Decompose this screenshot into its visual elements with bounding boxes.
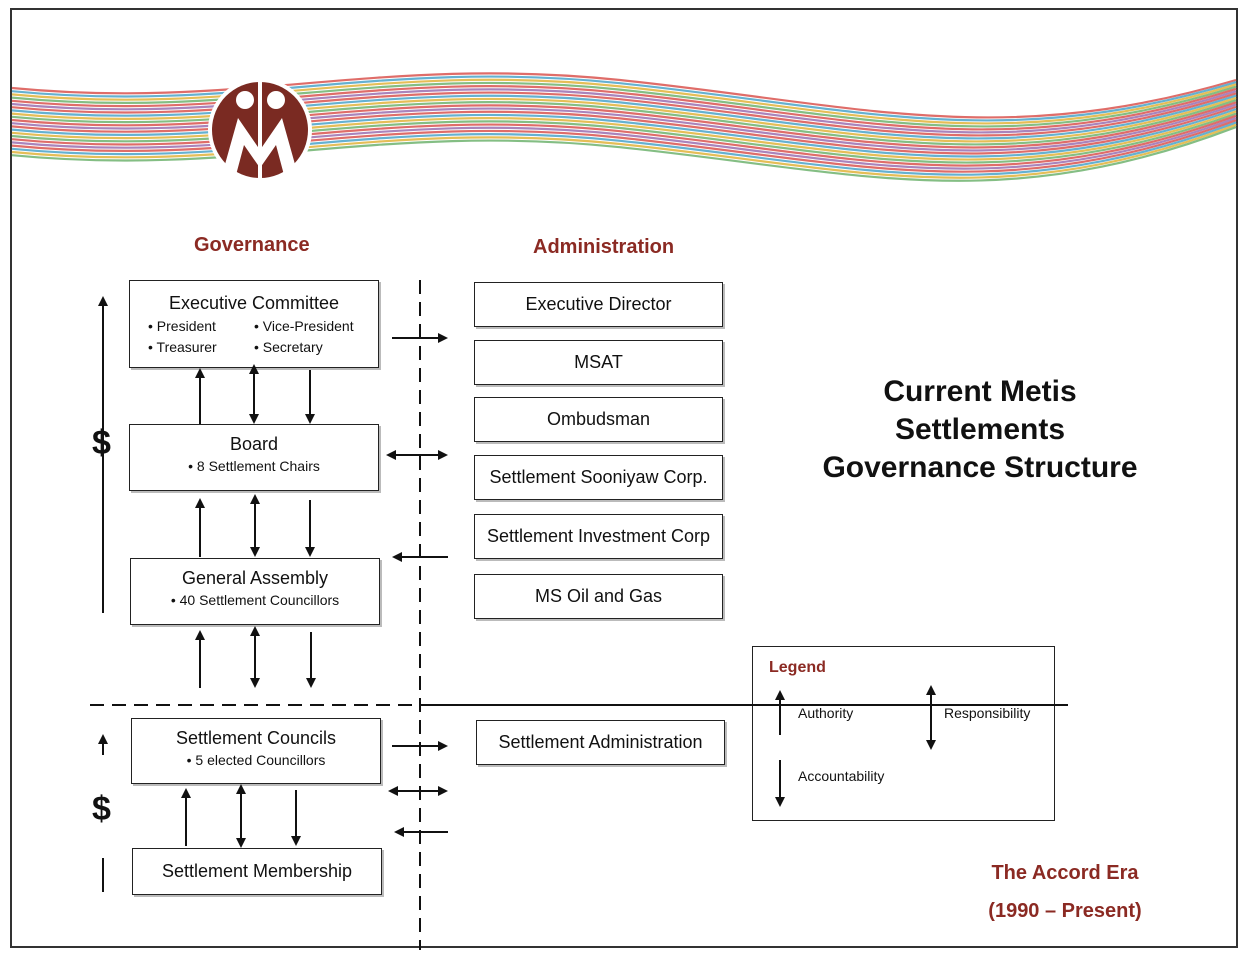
admin-investment-label: Settlement Investment Corp: [486, 526, 711, 546]
stripe-line: [11, 75, 1237, 122]
slide-title: Current Metis Settlements Governance Str…: [800, 373, 1160, 487]
member-secretary: • Secretary: [254, 339, 323, 355]
executive-committee-box: Executive Committee • President • Vice-P…: [129, 280, 379, 368]
legend-box: Legend Authority Responsibility Accounta…: [752, 646, 1055, 821]
admin-ombudsman-box: Ombudsman: [474, 397, 723, 442]
legend-responsibility-label: Responsibility: [944, 705, 1031, 721]
governance-heading: Governance: [194, 234, 310, 256]
admin-executive-director-box: Executive Director: [474, 282, 723, 327]
title-line-3: Governance Structure: [822, 451, 1138, 484]
general-assembly-sub: • 40 Settlement Councillors: [170, 592, 340, 608]
admin-oil-gas-label: MS Oil and Gas: [534, 586, 663, 606]
admin-ombudsman-label: Ombudsman: [546, 409, 651, 429]
stripe-line: [11, 123, 1237, 179]
era-line-1: The Accord Era: [991, 862, 1139, 884]
general-assembly-box: General Assembly • 40 Settlement Council…: [130, 558, 380, 625]
title-line-2: Settlements: [894, 413, 1066, 446]
settlement-councils-sub: • 5 elected Councillors: [186, 752, 326, 768]
board-title: Board: [229, 434, 279, 454]
settlement-membership-box: Settlement Membership: [132, 848, 382, 895]
admin-sooniyaw-box: Settlement Sooniyaw Corp.: [474, 455, 723, 500]
admin-executive-director-label: Executive Director: [525, 294, 672, 314]
slide-frame: [10, 8, 1238, 948]
settlement-councils-title: Settlement Councils: [175, 728, 337, 748]
settlement-councils-box: Settlement Councils • 5 elected Councill…: [131, 718, 381, 784]
era-label: The Accord Era (1990 – Present): [960, 854, 1170, 930]
stripe-line: [11, 72, 1237, 119]
general-assembly-title: General Assembly: [181, 568, 329, 588]
board-box: Board • 8 Settlement Chairs: [129, 424, 379, 491]
settlement-administration-box: Settlement Administration: [476, 720, 725, 765]
admin-oil-gas-box: MS Oil and Gas: [474, 574, 723, 619]
dollar-upper: $: [92, 424, 111, 462]
executive-committee-title: Executive Committee: [168, 293, 340, 313]
administration-heading: Administration: [533, 236, 675, 258]
member-vice-president: • Vice-President: [254, 318, 354, 334]
stripe-line: [11, 81, 1237, 128]
legend-title: Legend: [769, 659, 826, 676]
admin-msat-box: MSAT: [474, 340, 723, 385]
logo-icon: [208, 78, 312, 182]
settlement-membership-title: Settlement Membership: [161, 861, 353, 881]
legend-accountability-label: Accountability: [798, 768, 885, 784]
admin-investment-box: Settlement Investment Corp: [474, 514, 723, 559]
member-treasurer: • Treasurer: [148, 339, 217, 355]
stripe-line: [11, 78, 1237, 125]
admin-sooniyaw-label: Settlement Sooniyaw Corp.: [489, 467, 708, 487]
legend-authority-label: Authority: [798, 705, 854, 721]
settlement-administration-label: Settlement Administration: [498, 732, 703, 752]
member-president: • President: [148, 318, 216, 334]
dollar-lower: $: [92, 790, 111, 828]
stripe-line: [11, 126, 1237, 182]
title-line-1: Current Metis: [883, 375, 1077, 408]
admin-msat-label: MSAT: [574, 352, 623, 372]
board-sub: • 8 Settlement Chairs: [188, 458, 320, 474]
stripe-line: [11, 85, 1237, 131]
era-line-2: (1990 – Present): [988, 900, 1142, 922]
